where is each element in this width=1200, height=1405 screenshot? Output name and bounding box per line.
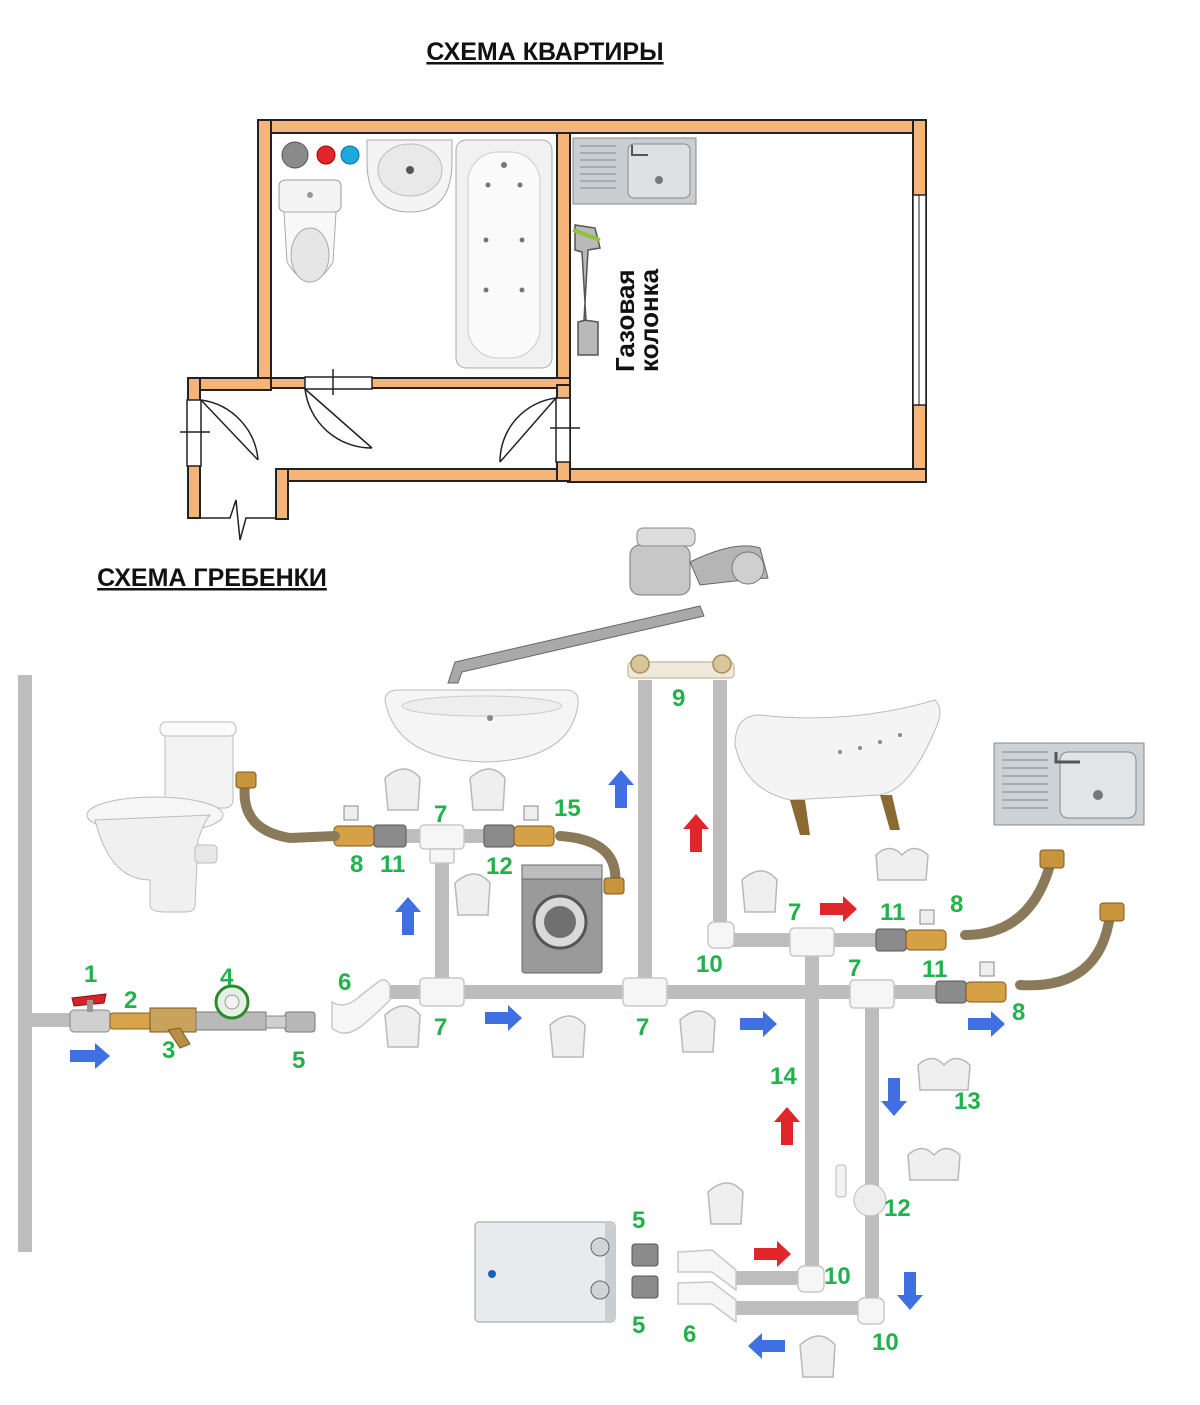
label-10a: 10 <box>696 951 723 978</box>
flow-arrows <box>70 770 1005 1359</box>
kitchen-sink-icon <box>993 742 1145 826</box>
label-11b: 11 <box>880 899 905 926</box>
arrow-right-icon <box>740 1011 777 1037</box>
clip-icon <box>384 1005 421 1048</box>
label-7a: 7 <box>434 801 447 828</box>
label-9: 9 <box>672 685 685 712</box>
gas-heater-label-2: колонка <box>634 268 664 372</box>
label-4: 4 <box>220 964 234 991</box>
tee-7-sink <box>419 824 465 850</box>
riser-cold-icon <box>340 145 360 165</box>
clip-icon <box>549 1015 586 1058</box>
arrow-right-icon <box>70 1043 110 1069</box>
tee-7-kitchen <box>849 979 895 1009</box>
arrow-down-icon <box>897 1272 923 1310</box>
apartment-scheme-title: СХЕМА КВАРТИРЫ <box>426 38 663 66</box>
double-clip-icon <box>917 1057 971 1091</box>
plan-sink-icon <box>366 139 453 213</box>
label-7e: 7 <box>848 955 861 982</box>
label-1: 1 <box>84 961 97 988</box>
elbow-10-heater-1 <box>797 1265 825 1293</box>
label-7d: 7 <box>788 899 801 926</box>
label-10b: 10 <box>824 1263 851 1290</box>
label-11a: 11 <box>380 851 405 878</box>
elbow-10-top <box>707 921 735 949</box>
label-3: 3 <box>162 1037 175 1064</box>
clip-icon <box>799 1335 836 1378</box>
label-2: 2 <box>124 987 137 1014</box>
arrow-up-icon <box>395 897 421 935</box>
label-8a: 8 <box>350 851 363 878</box>
arrow-right-icon <box>820 896 857 922</box>
tee-7-main-2 <box>622 977 668 1007</box>
elbow-10-heater-2 <box>857 1297 885 1325</box>
gas-water-heater-icon <box>474 1221 616 1323</box>
tee-fittings <box>331 654 895 1325</box>
label-7b: 7 <box>434 1014 447 1041</box>
arrow-up-icon <box>608 770 634 808</box>
label-14: 14 <box>770 1063 797 1090</box>
arrow-up-icon <box>683 814 709 852</box>
plan-bathtub-icon <box>455 139 553 369</box>
washbasin-icon <box>384 689 579 763</box>
plan-gas-heater-icon <box>572 224 601 356</box>
label-6b: 6 <box>683 1321 696 1348</box>
tee-7-main-1 <box>419 977 465 1007</box>
flexible-hoses <box>239 780 1115 991</box>
plan-toilet-icon <box>278 179 342 283</box>
hot-flow-arrows <box>683 814 857 1267</box>
label-10c: 10 <box>872 1329 899 1356</box>
arrow-right-icon <box>485 1005 522 1031</box>
shower-mixer-icon <box>447 527 769 684</box>
label-15: 15 <box>554 795 581 822</box>
toilet-icon <box>86 721 237 913</box>
manifold-scheme-title: СХЕМА ГРЕБЕНКИ <box>97 564 327 592</box>
apartment-floor-plan: Газовая колонка <box>180 119 927 541</box>
gas-heater-label-1: Газовая <box>610 269 640 372</box>
valves <box>69 805 1007 1299</box>
plan-kitchen-sink-icon <box>572 137 697 205</box>
riser-sewer-icon <box>281 141 309 169</box>
clip-icon <box>454 873 491 916</box>
riser-hot-icon <box>316 145 336 165</box>
heater-offset-1 <box>677 1249 737 1292</box>
arrow-right-icon <box>754 1241 791 1267</box>
heater-offset-2 <box>677 1281 737 1324</box>
label-13: 13 <box>954 1088 981 1115</box>
shower-wall-plate-9 <box>627 661 735 679</box>
double-clip-icon <box>875 847 929 881</box>
clip-icon <box>741 870 778 913</box>
pipe-clips <box>384 768 971 1378</box>
bathtub-icon <box>734 699 941 835</box>
label-11c: 11 <box>922 956 947 983</box>
label-5b: 5 <box>632 1207 645 1234</box>
offset-fitting-6 <box>331 979 391 1034</box>
doors <box>180 369 580 541</box>
label-12a: 12 <box>486 853 513 880</box>
clip-icon <box>469 768 506 811</box>
label-8b: 8 <box>950 891 963 918</box>
arrow-left-icon <box>748 1333 785 1359</box>
label-8c: 8 <box>1012 999 1025 1026</box>
washing-machine-icon <box>521 864 603 974</box>
clip-icon <box>384 768 421 811</box>
double-clip-icon <box>907 1147 961 1181</box>
arrow-up-icon <box>774 1107 800 1145</box>
cold-flow-arrows <box>70 770 1005 1359</box>
label-5c: 5 <box>632 1312 645 1339</box>
label-12b: 12 <box>884 1195 911 1222</box>
label-6a: 6 <box>338 969 351 996</box>
arrow-right-icon <box>968 1011 1005 1037</box>
label-7c: 7 <box>636 1014 649 1041</box>
clip-icon <box>679 1010 716 1053</box>
clip-icon <box>707 1182 744 1225</box>
part-number-labels: 1 2 3 4 5 6 7 7 7 7 7 8 11 12 15 9 10 11… <box>84 685 1025 1356</box>
label-5a: 5 <box>292 1047 305 1074</box>
arrow-down-icon <box>881 1078 907 1116</box>
tee-7-bath <box>789 927 835 957</box>
